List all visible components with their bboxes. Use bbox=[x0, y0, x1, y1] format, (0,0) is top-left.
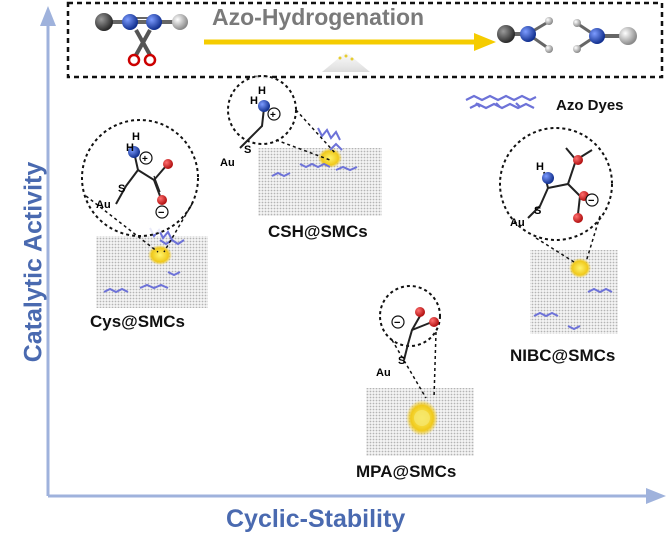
svg-text:+: + bbox=[142, 154, 148, 165]
atom-label: Au bbox=[376, 367, 391, 379]
x-axis bbox=[48, 488, 666, 504]
nibc-smc-group: − H S Au bbox=[499, 127, 618, 334]
catalyst-label-mpa: MPA@SMCs bbox=[356, 462, 457, 481]
atom-label: H bbox=[536, 161, 544, 173]
catalyst-label-csh: CSH@SMCs bbox=[268, 222, 368, 241]
surface-slab bbox=[96, 236, 208, 308]
y-axis-label: Catalytic Activity bbox=[19, 161, 48, 363]
atom-label: Au bbox=[220, 157, 235, 169]
svg-text:+: + bbox=[270, 110, 276, 121]
csh-ligand-molecule bbox=[239, 107, 265, 149]
catalyst-label-nibc: NIBC@SMCs bbox=[510, 346, 616, 365]
dye-molecules bbox=[103, 227, 185, 294]
atom-label: H bbox=[258, 85, 266, 97]
reaction-title: Azo-Hydrogenation bbox=[212, 4, 425, 30]
atom-label: Au bbox=[510, 217, 525, 229]
atom-label: S bbox=[398, 355, 405, 367]
dye-molecules bbox=[271, 127, 358, 178]
atom-label: Au bbox=[96, 199, 111, 211]
cys-ligand-molecule bbox=[115, 151, 167, 205]
y-axis bbox=[40, 6, 56, 496]
azo-reactant-molecule bbox=[95, 13, 188, 67]
mpa-ligand-molecule bbox=[403, 315, 433, 361]
atom-label: S bbox=[534, 205, 541, 217]
catalyst-label-cys: Cys@SMCs bbox=[90, 312, 185, 331]
svg-text:−: − bbox=[158, 207, 164, 219]
scissors-icon bbox=[127, 29, 157, 67]
amine-product-molecules bbox=[497, 17, 637, 53]
atom-label: H bbox=[126, 142, 134, 154]
csh-smc-group: + H H S Au bbox=[220, 75, 382, 216]
svg-text:−: − bbox=[394, 317, 400, 329]
svg-text:−: − bbox=[588, 195, 594, 207]
catalyst-icon bbox=[322, 52, 370, 72]
x-axis-label: Cyclic-Stability bbox=[226, 505, 406, 533]
mpa-smc-group: − S Au bbox=[366, 285, 474, 456]
atom-label: S bbox=[118, 183, 125, 195]
reaction-panel bbox=[66, 1, 664, 79]
azo-dyes-label: Azo Dyes bbox=[556, 97, 624, 114]
atom-label: S bbox=[244, 144, 251, 156]
cys-smc-group: + − H H S Au bbox=[81, 119, 208, 308]
atom-label: H bbox=[250, 95, 258, 107]
atom-label: H bbox=[132, 131, 140, 143]
dye-molecules bbox=[533, 287, 613, 331]
azo-dye-icon bbox=[465, 94, 537, 110]
reaction-arrow bbox=[204, 33, 496, 51]
